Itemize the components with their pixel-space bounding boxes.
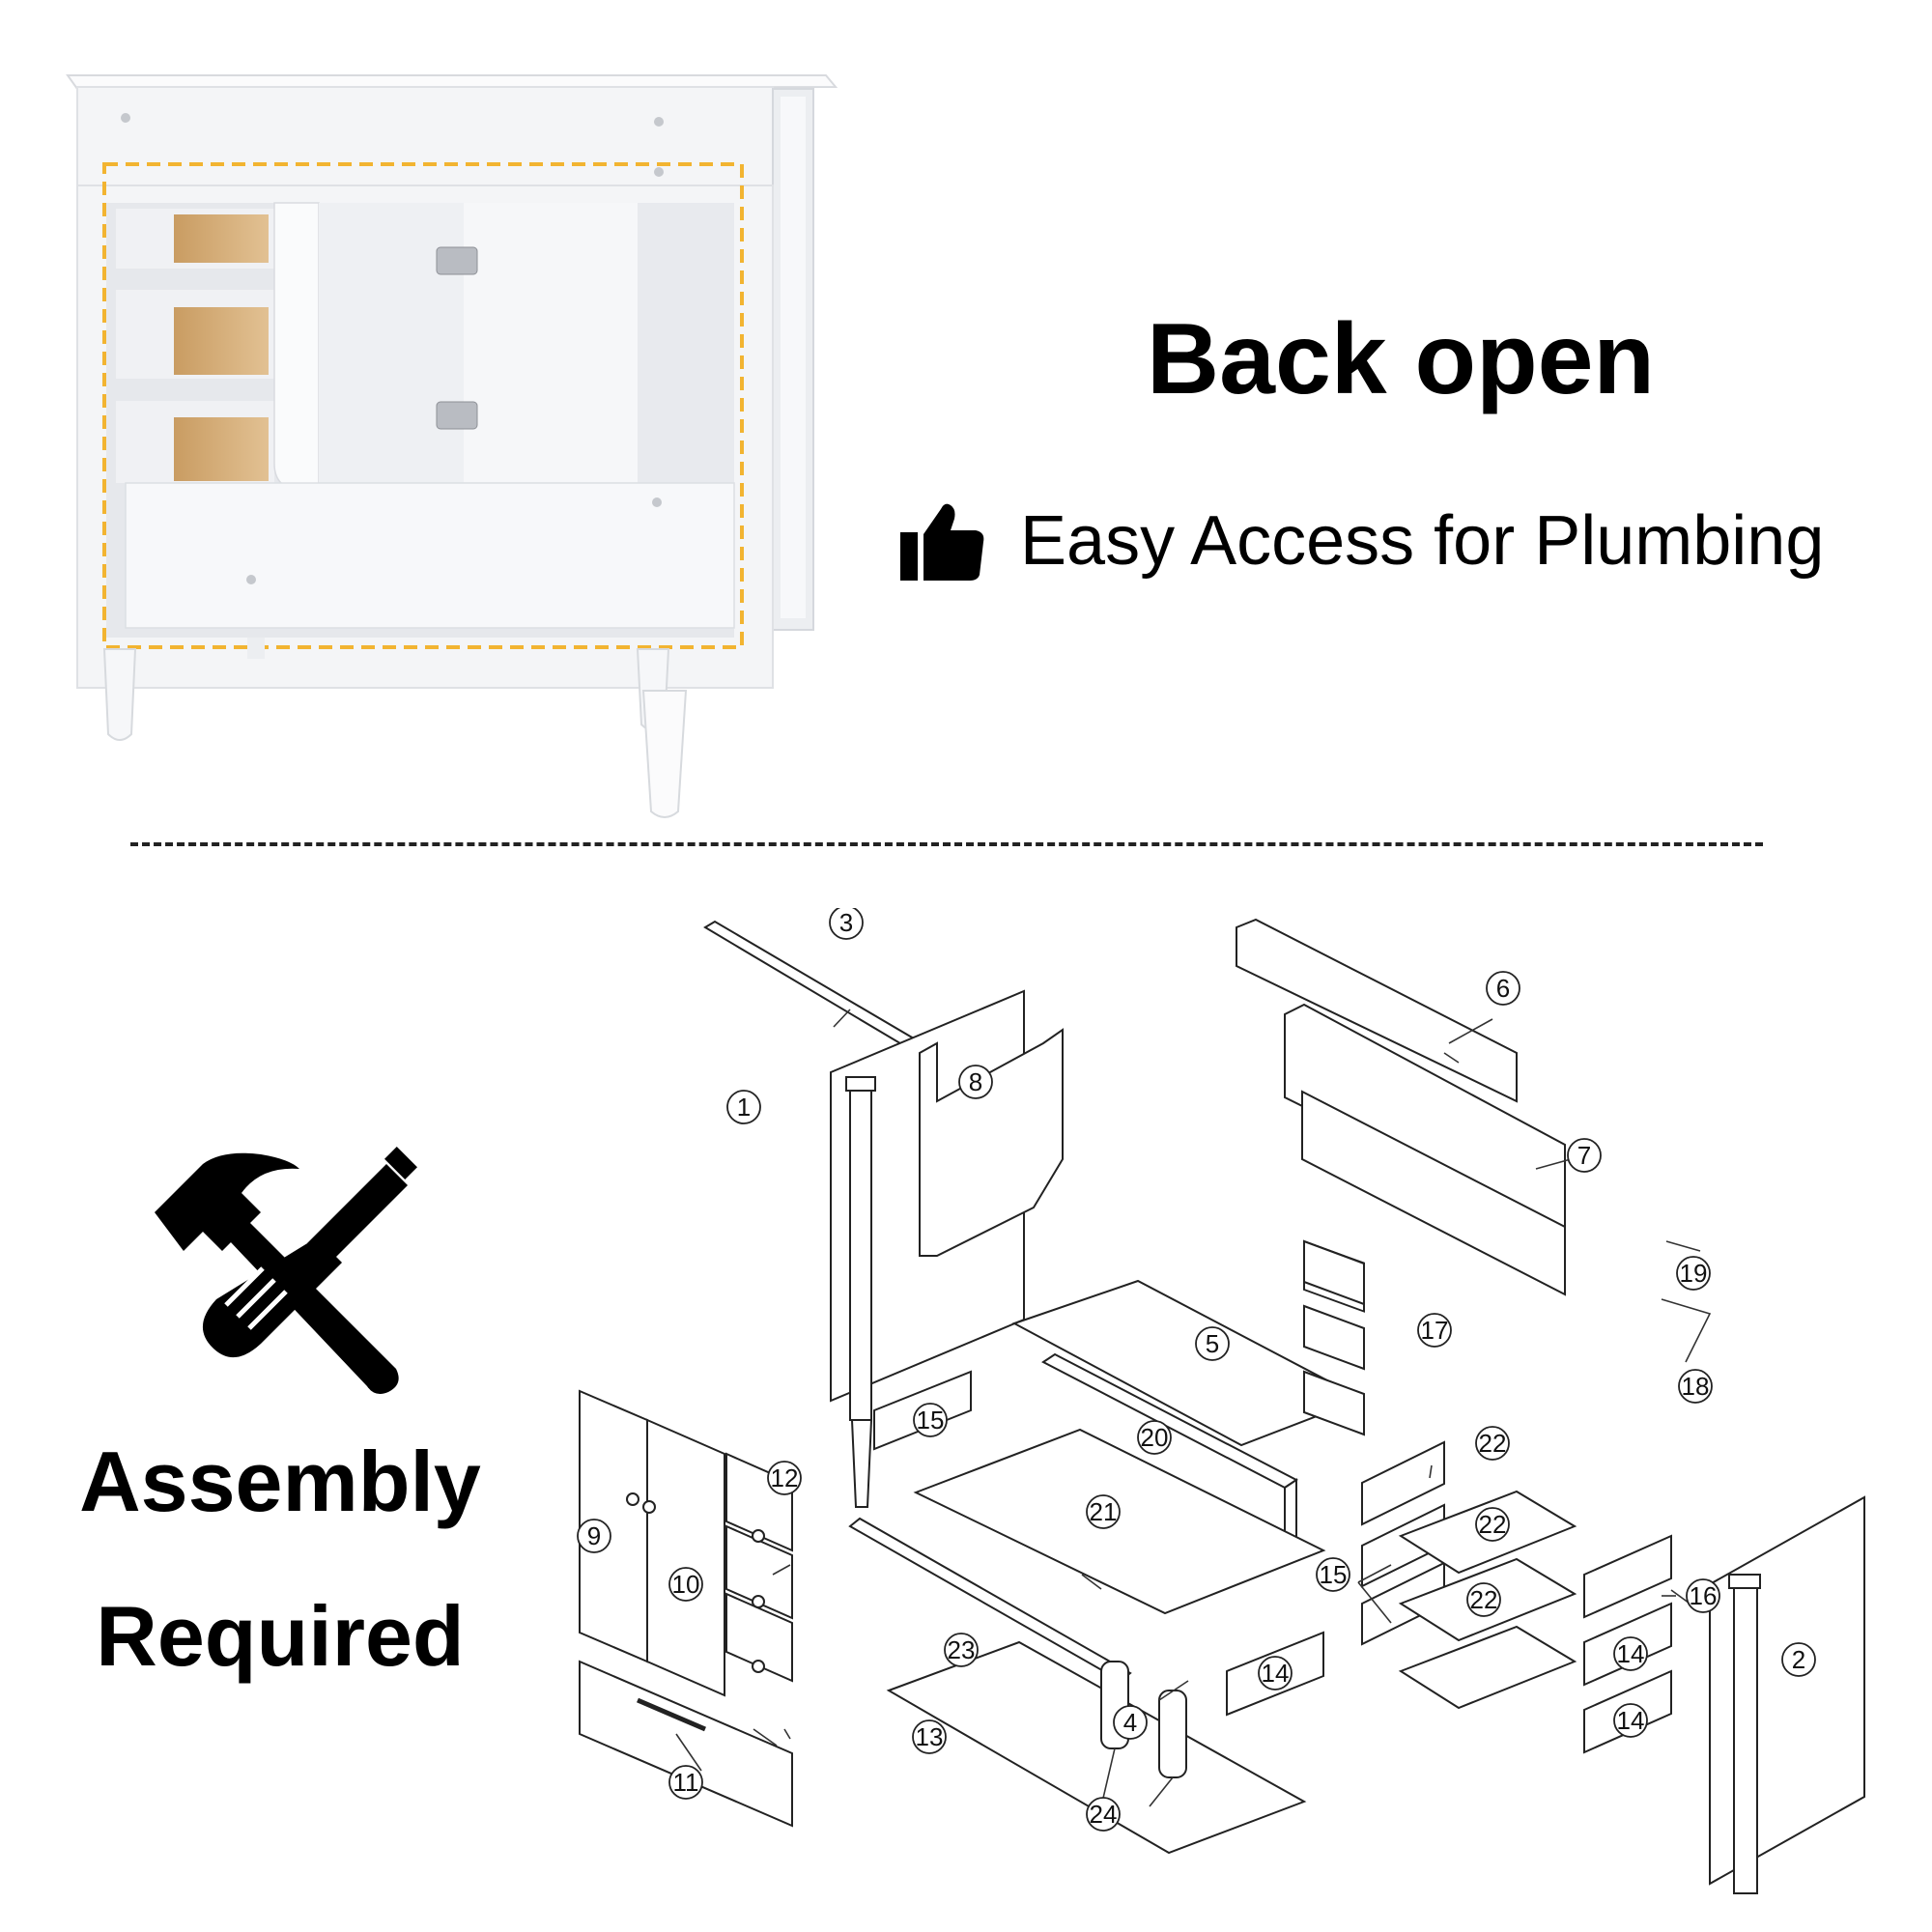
svg-text:19: 19 (1680, 1259, 1708, 1288)
part-10-right-door (646, 1418, 725, 1697)
svg-text:2: 2 (1792, 1645, 1805, 1674)
label-2: 2 (1781, 1642, 1816, 1677)
label-11: 11 (668, 1765, 703, 1800)
hammer-screwdriver-icon (155, 1147, 417, 1394)
part-17-drawer-back (1361, 1440, 1445, 1526)
thumbs-up-icon (900, 503, 984, 581)
svg-text:9: 9 (587, 1521, 601, 1550)
svg-text:6: 6 (1496, 974, 1510, 1003)
svg-text:21: 21 (1090, 1497, 1118, 1526)
svg-text:4: 4 (1123, 1708, 1137, 1737)
svg-text:18: 18 (1682, 1372, 1710, 1401)
part-24-leg (1158, 1690, 1187, 1778)
label-15b: 15 (1316, 1557, 1350, 1592)
label-24: 24 (1086, 1797, 1121, 1832)
part-6-back-top-panel (1236, 918, 1518, 1103)
label-6: 6 (1486, 971, 1520, 1006)
label-22a: 22 (1475, 1426, 1510, 1461)
label-8: 8 (958, 1065, 993, 1099)
label-10: 10 (668, 1567, 703, 1602)
label-22b: 22 (1475, 1507, 1510, 1542)
label-15a: 15 (913, 1403, 948, 1437)
svg-text:12: 12 (771, 1463, 799, 1492)
svg-text:22: 22 (1479, 1510, 1507, 1539)
label-23: 23 (944, 1633, 979, 1667)
svg-text:3: 3 (839, 908, 853, 937)
part-13-drawer-front (725, 1592, 793, 1683)
label-16: 16 (1686, 1578, 1720, 1613)
svg-text:7: 7 (1577, 1141, 1591, 1170)
svg-text:14: 14 (1262, 1659, 1290, 1688)
svg-text:15: 15 (917, 1406, 945, 1435)
label-14c: 14 (1613, 1703, 1648, 1738)
left-column (849, 1086, 872, 1421)
svg-text:8: 8 (969, 1067, 982, 1096)
svg-text:1: 1 (737, 1093, 751, 1122)
cabinet-back-photo (66, 74, 838, 818)
svg-text:22: 22 (1470, 1585, 1498, 1614)
svg-text:14: 14 (1617, 1639, 1645, 1668)
headline: Back open (1147, 303, 1655, 415)
svg-text:16: 16 (1690, 1581, 1718, 1610)
part-18-drawer-back (1303, 1370, 1365, 1436)
label-5: 5 (1195, 1326, 1230, 1361)
part-18-drawer-back (1303, 1304, 1365, 1371)
label-9: 9 (577, 1519, 611, 1553)
svg-text:22: 22 (1479, 1429, 1507, 1458)
part-13-drawer-front (725, 1524, 793, 1620)
label-4: 4 (1113, 1705, 1148, 1740)
label-21: 21 (1086, 1494, 1121, 1529)
part-16-drawer-side (1583, 1534, 1672, 1619)
label-13: 13 (912, 1719, 947, 1754)
svg-text:15: 15 (1320, 1560, 1348, 1589)
svg-text:20: 20 (1141, 1423, 1169, 1452)
label-17: 17 (1417, 1313, 1452, 1348)
label-20: 20 (1137, 1420, 1172, 1455)
svg-text:11: 11 (673, 1768, 699, 1797)
svg-text:14: 14 (1617, 1706, 1645, 1735)
feature-text: Easy Access for Plumbing (1020, 502, 1825, 580)
label-14a: 14 (1258, 1656, 1293, 1690)
svg-text:17: 17 (1421, 1316, 1449, 1345)
exploded-assembly-diagram: 1 2 3 4 5 6 7 8 9 10 11 12 13 14 14 14 1… (577, 908, 1865, 1894)
svg-text:10: 10 (672, 1570, 700, 1599)
right-column (1733, 1583, 1758, 1894)
label-14b: 14 (1613, 1636, 1648, 1671)
svg-text:13: 13 (916, 1722, 944, 1751)
part-11-bottom-drawer-front (579, 1660, 793, 1828)
svg-text:24: 24 (1090, 1800, 1118, 1829)
svg-text:5: 5 (1206, 1329, 1219, 1358)
assembly-line-1: Assembly (79, 1434, 481, 1529)
svg-text:23: 23 (948, 1635, 976, 1664)
label-3b: 3 (829, 908, 864, 940)
feature-line: Easy Access for Plumbing (898, 483, 1864, 599)
label-19: 19 (1676, 1256, 1711, 1291)
assembly-line-2: Required (96, 1588, 465, 1684)
label-18: 18 (1678, 1369, 1713, 1404)
section-divider (130, 842, 1763, 846)
part-8-middle-divider (919, 1028, 1064, 1257)
part-22-drawer-bottom (1398, 1625, 1577, 1710)
label-1: 1 (726, 1090, 761, 1124)
part-21-drawer-bottom-large (913, 1428, 1326, 1615)
label-7: 7 (1567, 1138, 1602, 1173)
part-7-back-panel (1284, 1003, 1566, 1238)
label-12: 12 (767, 1461, 802, 1495)
label-22c: 22 (1466, 1582, 1501, 1617)
part-23-front-rail (848, 1517, 1132, 1683)
part-19-drawer-back-small (1303, 1239, 1365, 1306)
